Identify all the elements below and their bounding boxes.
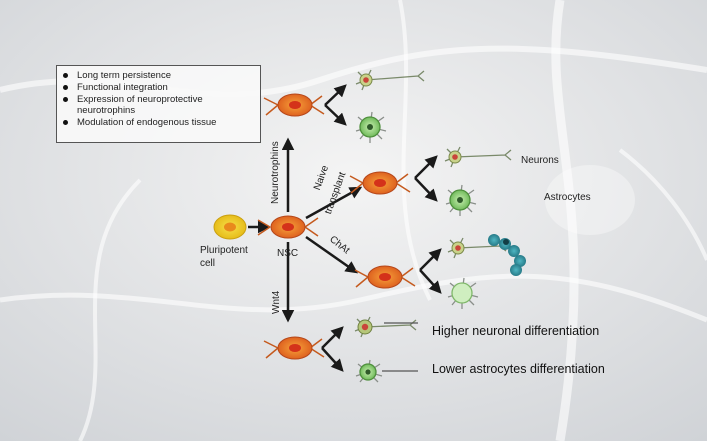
label-wnt4: Wnt4 xyxy=(271,290,282,314)
neuron-cell-4 xyxy=(354,316,417,338)
astrocyte-cell-3 xyxy=(447,277,479,309)
properties-box: Long term persistence Functional integra… xyxy=(56,65,261,143)
nsc-cell-wnt4 xyxy=(263,336,325,360)
label-higher-differentiation: Higher neuronal differentiation xyxy=(432,324,600,338)
bullet-item: Expression of neuroprotective neurotroph… xyxy=(63,94,256,116)
branch-arrows xyxy=(321,84,442,372)
nsc-cell xyxy=(257,215,319,239)
astrocyte-cell-2 xyxy=(445,184,477,216)
label-pluripotent: Pluripotent xyxy=(200,245,248,256)
neuron-cell-2 xyxy=(444,146,512,168)
arrow-chat xyxy=(305,235,359,274)
label-neurotrophins: Neurotrophins xyxy=(270,141,281,204)
bullet-item: Long term persistence xyxy=(63,70,256,81)
astrocyte-cell-4 xyxy=(355,359,383,383)
bullet-item: Modulation of endogenous tissue xyxy=(63,117,256,128)
label-lower-differentiation: Lower astrocytes differentiation xyxy=(432,362,605,376)
cell-cluster xyxy=(488,234,526,276)
label-cell: cell xyxy=(200,258,216,269)
label-neurons: Neurons xyxy=(521,155,559,166)
nsc-cell-top xyxy=(263,93,325,117)
pluripotent-nucleus xyxy=(224,222,236,232)
label-nsc: NSC xyxy=(277,248,299,259)
label-astrocytes: Astrocytes xyxy=(544,192,591,203)
nsc-cell-naive xyxy=(349,171,411,195)
bullet-item: Functional integration xyxy=(63,82,256,93)
astrocyte-cell-1 xyxy=(355,111,387,143)
neuron-cell-3 xyxy=(447,237,507,259)
nsc-cell-chat xyxy=(354,265,416,289)
neuron-cell-1 xyxy=(355,69,425,91)
